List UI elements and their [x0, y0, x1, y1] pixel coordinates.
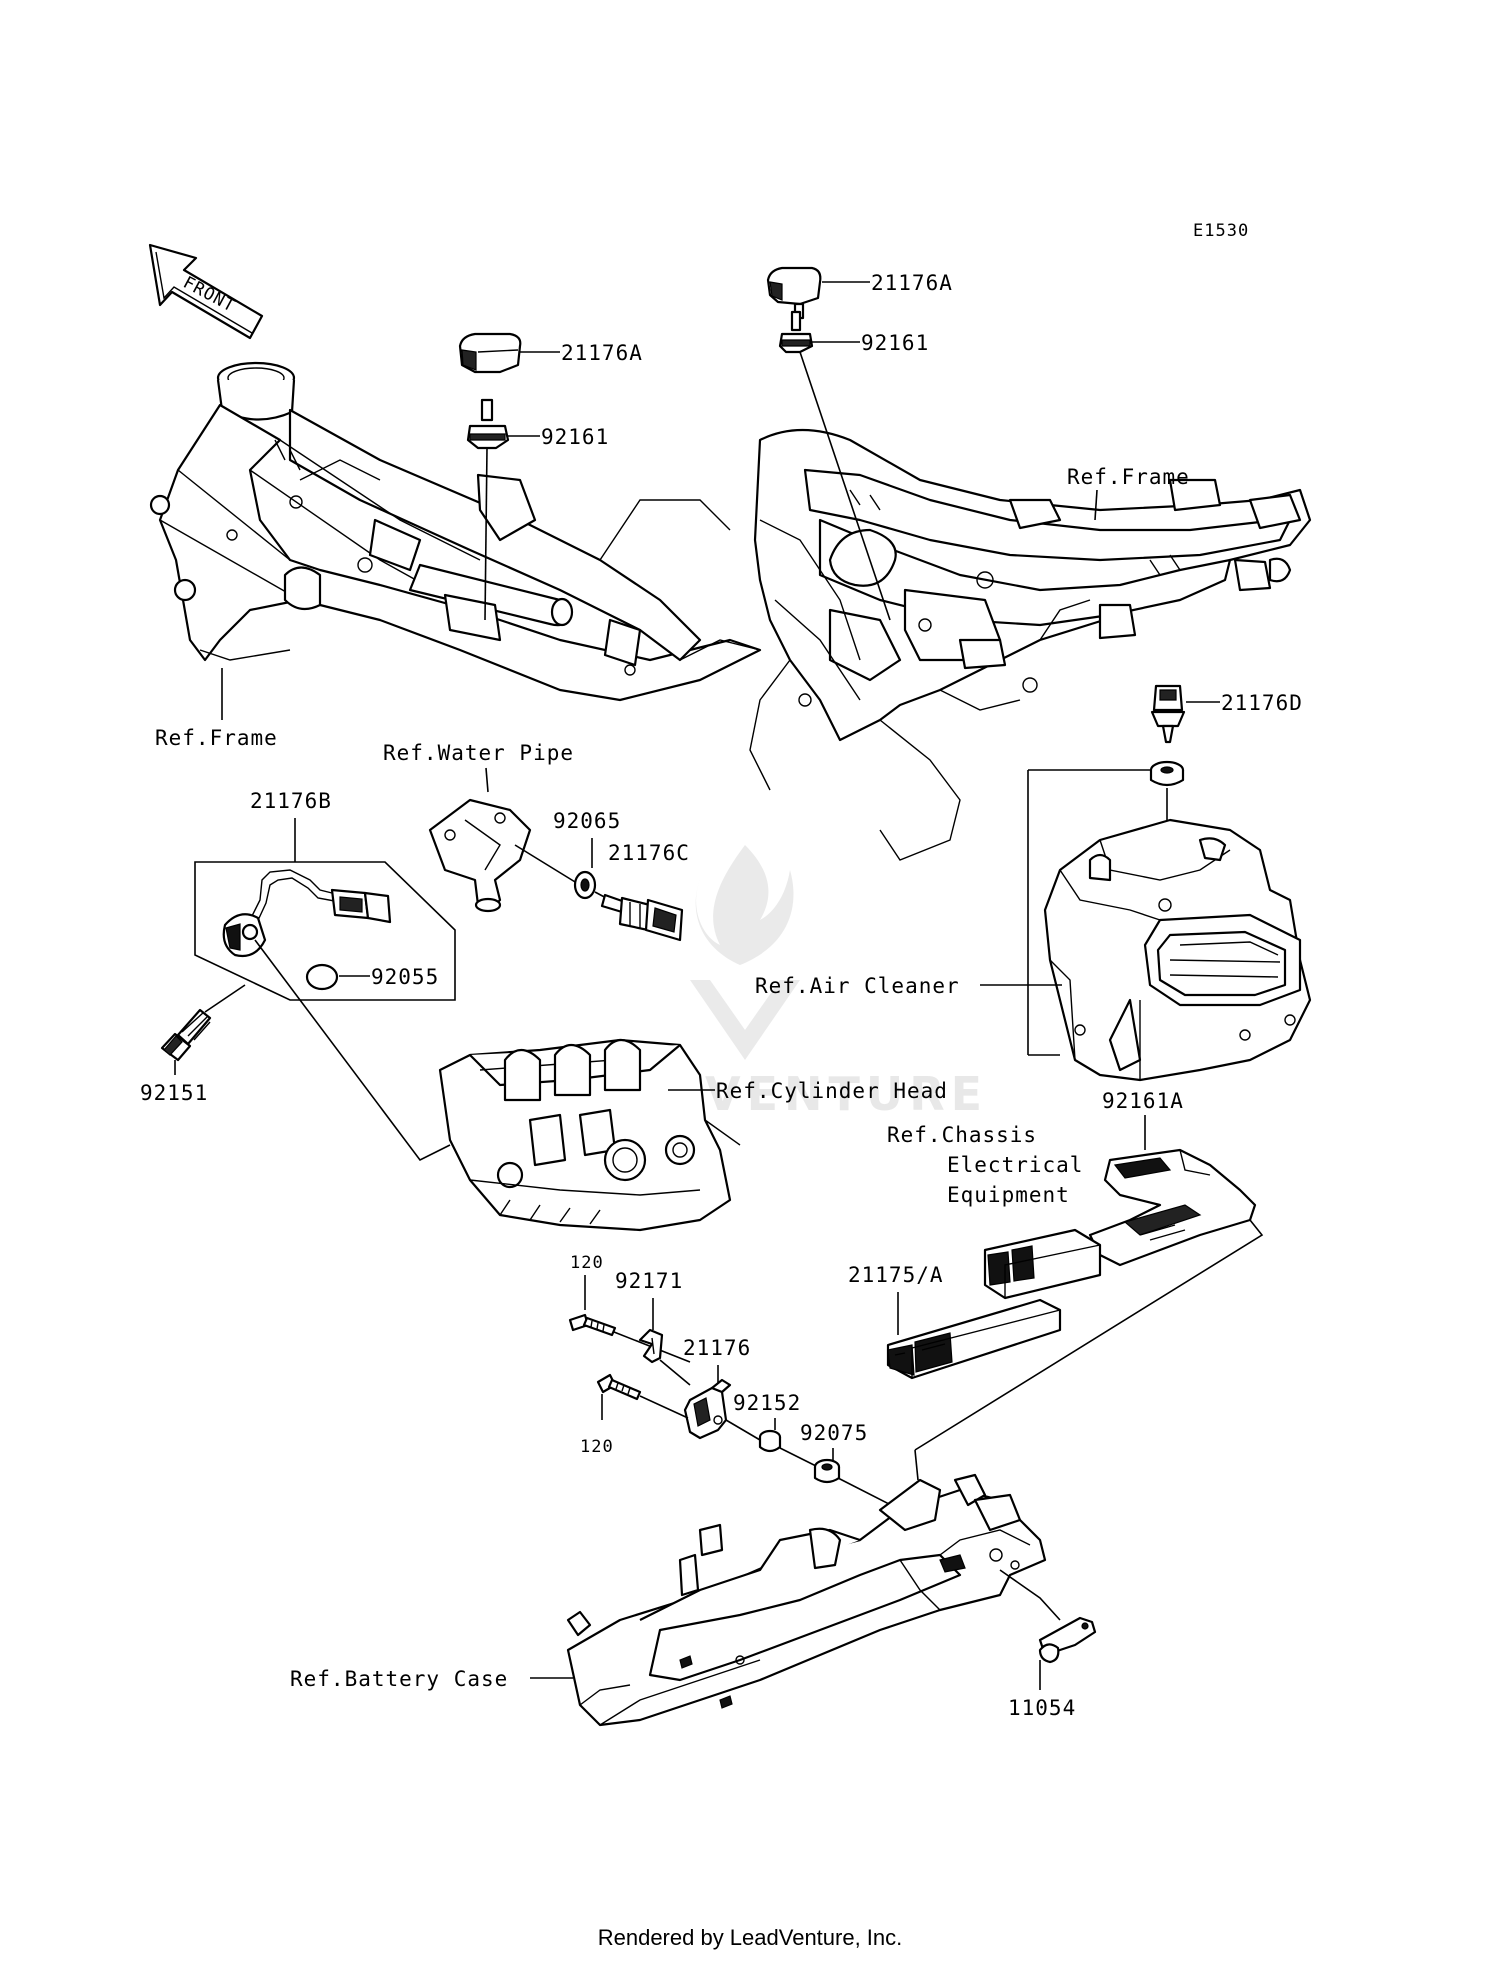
- washer-92065: [573, 870, 597, 900]
- bolt-120-bottom: [596, 1373, 642, 1401]
- bolt-92151: [160, 1008, 212, 1062]
- bolt-92161-right: [778, 310, 814, 354]
- label-92075: 92075: [800, 1421, 868, 1445]
- oring-92055: [305, 963, 339, 991]
- sensor-21176A-right: [766, 266, 822, 320]
- label-ref-chassis-1: Ref.Chassis: [887, 1123, 1037, 1147]
- label-21176D: 21176D: [1221, 691, 1303, 715]
- grommet-air-cleaner: [1149, 760, 1185, 787]
- label-21176C: 21176C: [608, 841, 690, 865]
- label-92151: 92151: [140, 1081, 208, 1105]
- label-92055: 92055: [371, 965, 439, 989]
- sensor-21176C: [600, 893, 684, 942]
- label-92161A: 92161A: [1102, 1089, 1184, 1113]
- sensor-21176D: [1150, 684, 1186, 744]
- ecu-bracket-92161A: [1088, 1148, 1257, 1267]
- bolt-92161-left: [466, 398, 510, 450]
- front-arrow-icon: FRONT: [148, 243, 264, 340]
- battery-case-drawing: [566, 1473, 1047, 1727]
- collar-92152: [758, 1429, 782, 1453]
- grommet-92075: [813, 1458, 841, 1484]
- label-ref-air-cleaner: Ref.Air Cleaner: [755, 974, 960, 998]
- label-21176B: 21176B: [250, 789, 332, 813]
- label-ref-battery-case: Ref.Battery Case: [290, 1667, 508, 1691]
- cylinder-head-drawing: [438, 1038, 741, 1232]
- bracket-11054: [1038, 1616, 1097, 1664]
- clamp-92171: [638, 1328, 664, 1364]
- ecu-upper: [983, 1228, 1102, 1300]
- label-120-top: 120: [570, 1253, 604, 1273]
- air-cleaner-drawing: [1043, 818, 1312, 1082]
- right-frame-drawing: [749, 428, 1312, 861]
- label-92161-left: 92161: [541, 425, 609, 449]
- sensor-21176: [683, 1378, 732, 1440]
- label-ref-cylinder-head: Ref.Cylinder Head: [716, 1079, 948, 1103]
- watermark-logo-icon: [690, 845, 800, 1060]
- label-21176A-right: 21176A: [871, 271, 953, 295]
- bolt-120-top: [568, 1313, 617, 1337]
- ecu-21175A: [886, 1298, 1062, 1380]
- label-92161-right: 92161: [861, 331, 929, 355]
- label-11054: 11054: [1008, 1696, 1076, 1720]
- footer-credit: Rendered by LeadVenture, Inc.: [598, 1925, 903, 1950]
- label-ref-chassis-2: Electrical: [947, 1153, 1083, 1177]
- sensor-21176B: [222, 869, 392, 958]
- watermark-text: VENTURE: [705, 1067, 988, 1121]
- label-92152: 92152: [733, 1391, 801, 1415]
- label-92171: 92171: [615, 1269, 683, 1293]
- left-frame-drawing: [149, 361, 762, 702]
- label-21175A: 21175/A: [848, 1263, 944, 1287]
- label-21176: 21176: [683, 1336, 751, 1360]
- label-120-bottom: 120: [580, 1437, 614, 1457]
- diagram-code: E1530: [1193, 221, 1249, 241]
- water-pipe-drawing: [428, 798, 532, 913]
- label-21176A-left: 21176A: [561, 341, 643, 365]
- label-ref-chassis-3: Equipment: [947, 1183, 1070, 1207]
- label-ref-frame-left: Ref.Frame: [155, 726, 278, 750]
- sensor-21176A-left: [458, 332, 522, 374]
- label-ref-frame-right: Ref.Frame: [1067, 465, 1190, 489]
- label-92065: 92065: [553, 809, 621, 833]
- label-ref-water-pipe: Ref.Water Pipe: [383, 741, 574, 765]
